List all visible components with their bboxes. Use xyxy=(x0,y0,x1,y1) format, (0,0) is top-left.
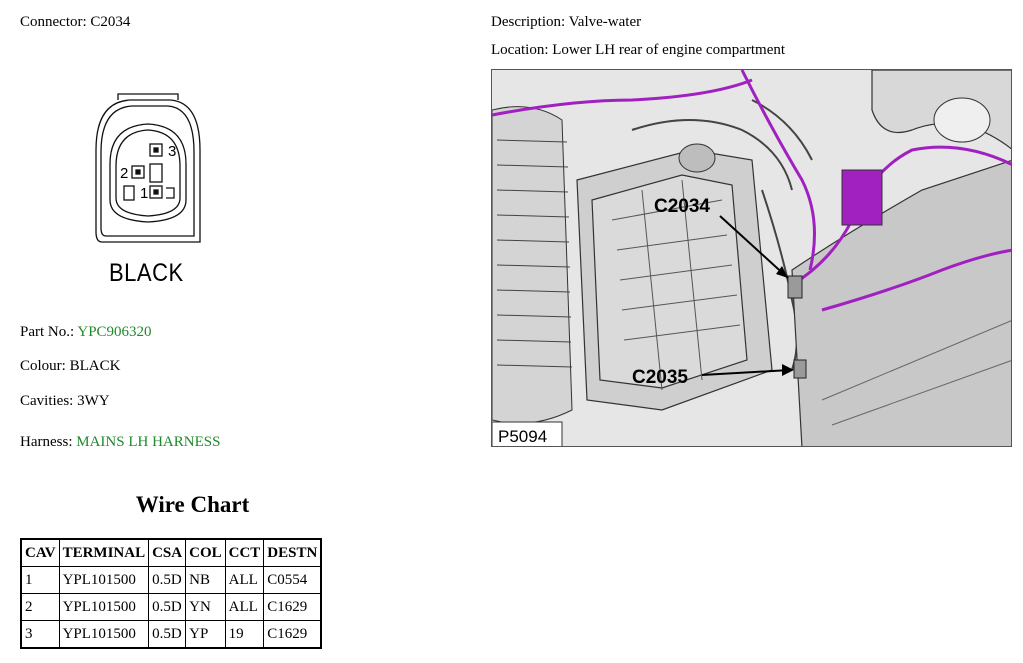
cell-col: YP xyxy=(185,620,226,649)
cell-csa: 0.5D xyxy=(148,620,187,649)
connector-face-diagram: 3 2 1 xyxy=(95,93,201,243)
callout-c2035: C2035 xyxy=(632,364,794,388)
cell-destn: C1629 xyxy=(263,593,322,621)
harness-link[interactable]: MAINS LH HARNESS xyxy=(76,434,221,450)
table-header-row: CAV TERMINAL CSA COL CCT DESTN xyxy=(20,538,322,567)
cavities-label: Cavities: xyxy=(20,393,74,409)
pin-number-1: 1 xyxy=(140,185,148,202)
harness-field: Harness: MAINS LH HARNESS xyxy=(20,434,220,451)
pin-number-2: 2 xyxy=(120,165,128,182)
cell-col: NB xyxy=(185,566,226,594)
header-cct: CCT xyxy=(224,538,265,567)
wire-chart-title: Wire Chart xyxy=(135,492,250,517)
part-no-link[interactable]: YPC906320 xyxy=(77,324,152,340)
connector-colour-text: BLACK xyxy=(109,258,184,287)
location-value: Lower LH rear of engine compartment xyxy=(552,42,786,58)
connector-field: Connector: C2034 xyxy=(20,14,130,31)
cell-terminal: YPL101500 xyxy=(58,593,150,621)
cell-terminal: YPL101500 xyxy=(58,620,150,649)
colour-value: BLACK xyxy=(69,358,121,374)
cell-cct: ALL xyxy=(224,593,265,621)
description-field: Description: Valve-water xyxy=(491,14,641,31)
cell-cct: 19 xyxy=(224,620,265,649)
table-row: 3 YPL101500 0.5D YP 19 C1629 xyxy=(20,620,322,649)
description-label: Description: xyxy=(491,14,566,30)
part-no-field: Part No.: YPC906320 xyxy=(20,324,152,341)
cavities-value: 3WY xyxy=(77,393,110,409)
cell-cav: 2 xyxy=(20,593,60,621)
callout-c2035-label: C2035 xyxy=(632,367,688,388)
description-value: Valve-water xyxy=(568,14,642,30)
cell-col: YN xyxy=(185,593,226,621)
cell-cav: 3 xyxy=(20,620,60,649)
header-col: COL xyxy=(185,538,226,567)
colour-label: Colour: xyxy=(20,358,66,374)
engine-bay-illustration: C2034 C2035 P5094 xyxy=(492,70,1011,446)
cell-cct: ALL xyxy=(224,566,265,594)
header-terminal: TERMINAL xyxy=(58,538,150,567)
location-label: Location: xyxy=(491,42,549,58)
cell-csa: 0.5D xyxy=(148,593,187,621)
cell-cav: 1 xyxy=(20,566,60,594)
colour-field: Colour: BLACK xyxy=(20,358,120,375)
cell-destn: C1629 xyxy=(263,620,322,649)
location-photo: C2034 C2035 P5094 xyxy=(491,69,1012,447)
part-no-label: Part No.: xyxy=(20,324,75,340)
callout-c2034: C2034 xyxy=(654,196,789,279)
figure-reference: P5094 xyxy=(498,427,547,446)
header-destn: DESTN xyxy=(263,538,322,567)
location-field: Location: Lower LH rear of engine compar… xyxy=(491,42,785,59)
cell-csa: 0.5D xyxy=(148,566,187,594)
connector-value: C2034 xyxy=(90,14,131,30)
cell-terminal: YPL101500 xyxy=(58,566,150,594)
harness-label: Harness: xyxy=(20,434,73,450)
cavities-field: Cavities: 3WY xyxy=(20,393,110,410)
connector-label: Connector: xyxy=(20,14,87,30)
callout-c2034-label: C2034 xyxy=(654,196,710,217)
wire-chart-table: CAV TERMINAL CSA COL CCT DESTN 1 YPL1015… xyxy=(20,538,323,649)
pin-number-3: 3 xyxy=(168,143,176,160)
header-cav: CAV xyxy=(20,538,60,567)
cell-destn: C0554 xyxy=(263,566,322,594)
table-row: 2 YPL101500 0.5D YN ALL C1629 xyxy=(20,593,322,621)
header-csa: CSA xyxy=(148,538,187,567)
table-row: 1 YPL101500 0.5D NB ALL C0554 xyxy=(20,566,322,594)
